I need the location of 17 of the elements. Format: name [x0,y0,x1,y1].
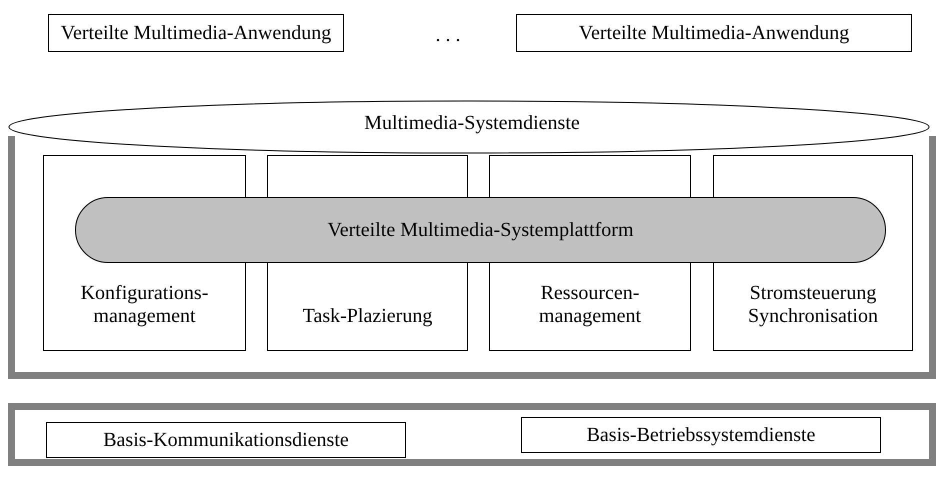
component-label: Basis-Kommunikationsdienste [103,428,349,452]
component-box [516,14,912,52]
layer-frame [8,403,936,466]
component-label: Ressourcen- management [538,282,642,328]
component-label: Verteilte Multimedia-Anwendung [578,22,850,44]
component-box [521,417,881,453]
component-label: Task-Plazierung [302,305,434,328]
ellipsis-label: . . . [434,24,462,47]
component-label: Basis-Betriebssystemdienste [586,424,816,446]
service-layer-frame [8,100,936,379]
component-label: Stromsteuerung Synchronisation [747,282,879,328]
component-label: Verteilte Multimedia-Anwendung [60,22,332,44]
component-box [46,422,406,458]
component-label: Konfigurations- management [80,282,210,328]
component-box [48,14,344,52]
layer-title: Multimedia-Systemdienste [363,112,581,135]
platform-label: Verteilte Multimedia-Systemplattform [327,218,634,242]
